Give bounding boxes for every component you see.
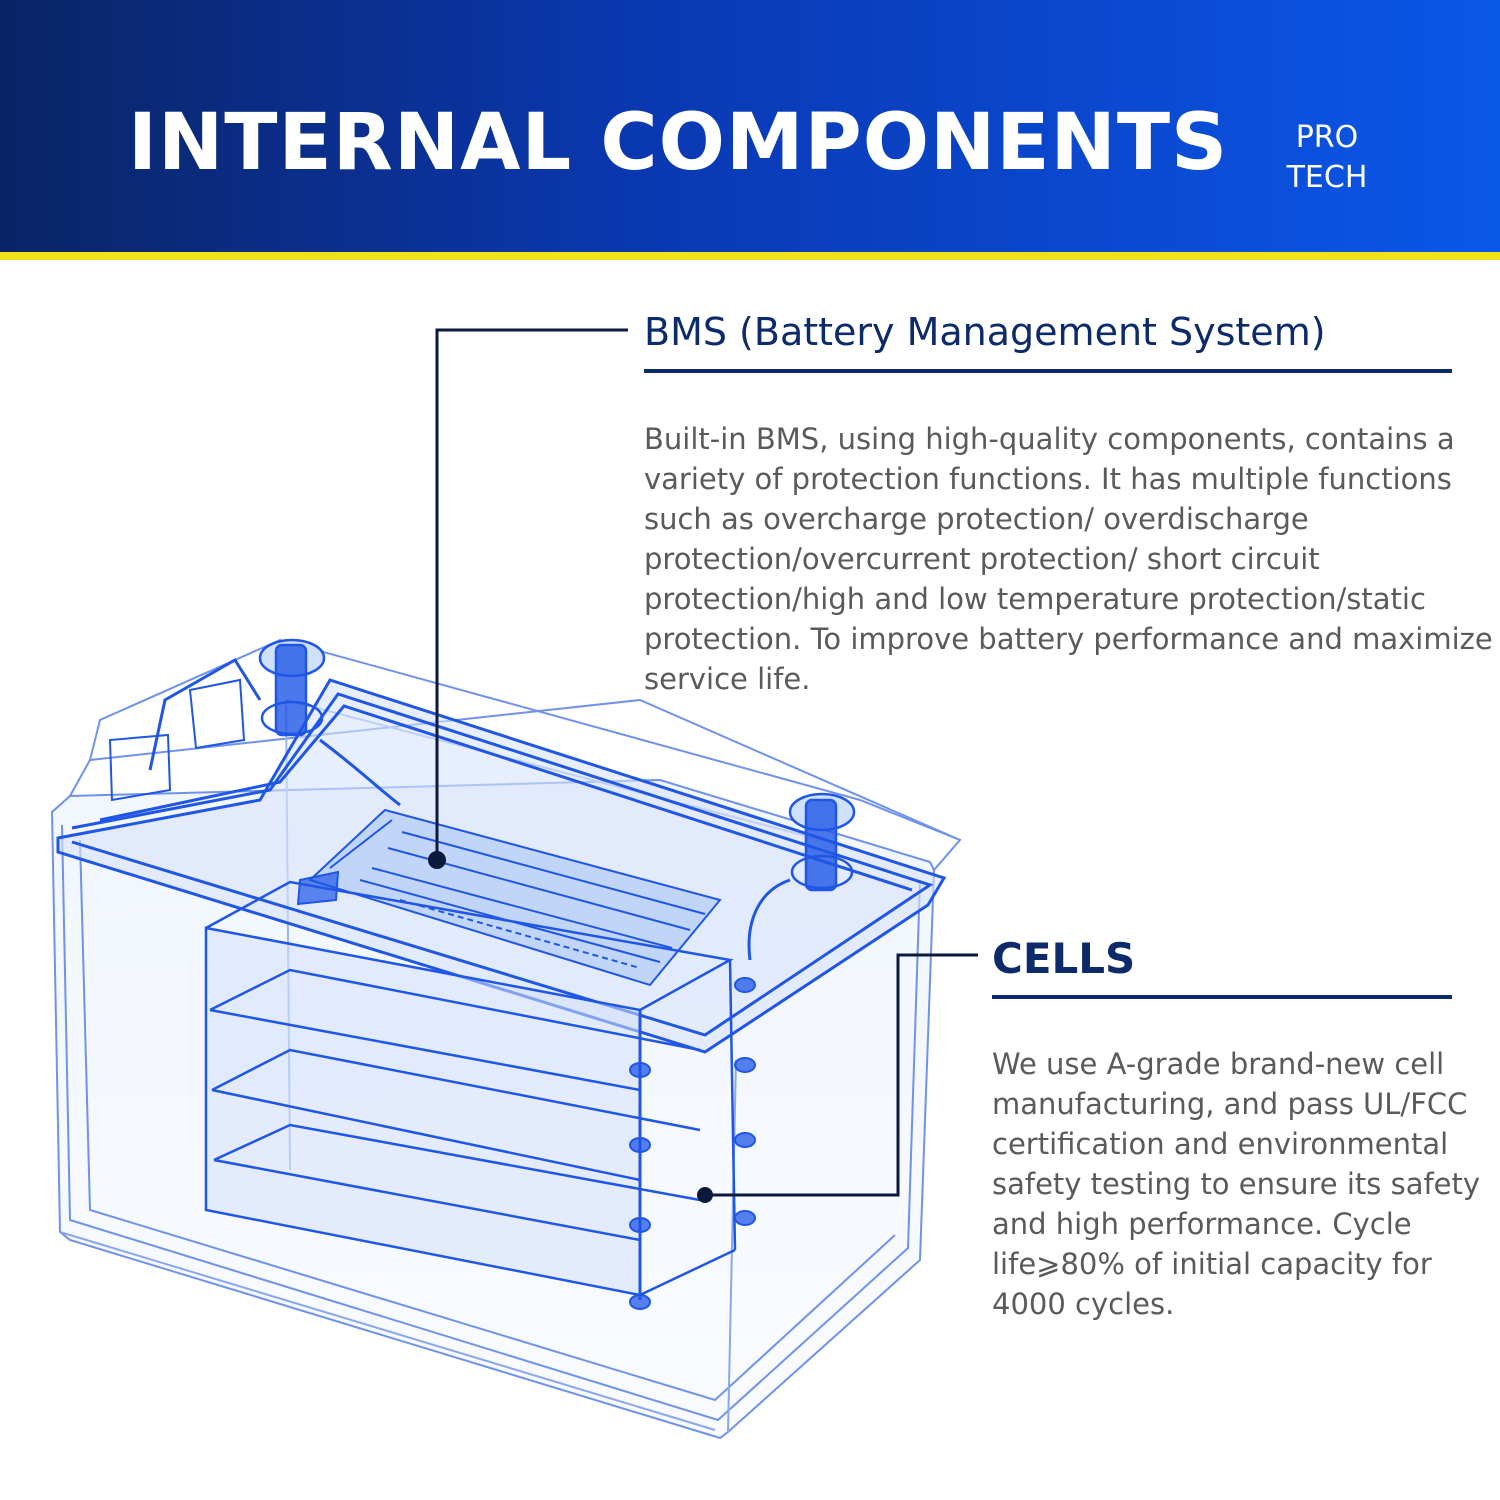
bms-callout-dot [428,851,446,869]
callout-leaders [435,328,978,1197]
cells-heading: CELLS [992,934,1136,983]
cells-callout-dot [697,1187,713,1203]
header-accent-stripe [0,252,1500,260]
bms-heading-rule [644,369,1452,373]
brand-logo-line2: TECH [1286,160,1368,195]
bms-heading: BMS (Battery Management System) [644,310,1326,354]
brand-logo: PRO TECH [1262,118,1392,198]
page-title: INTERNAL COMPONENTS [128,98,1229,188]
cells-heading-rule [992,995,1452,999]
header-banner [0,0,1500,252]
cells-description: We use A-grade brand-new cell manufactur… [992,1047,1481,1321]
terminal-posts [258,638,856,961]
cell-terminal-bolts [629,977,756,1310]
brand-logo-line1: PRO [1295,120,1359,155]
bms-description: Built-in BMS, using high-quality compone… [644,422,1493,696]
battery-wireframe [50,328,978,1440]
cell-stack [204,880,737,1300]
